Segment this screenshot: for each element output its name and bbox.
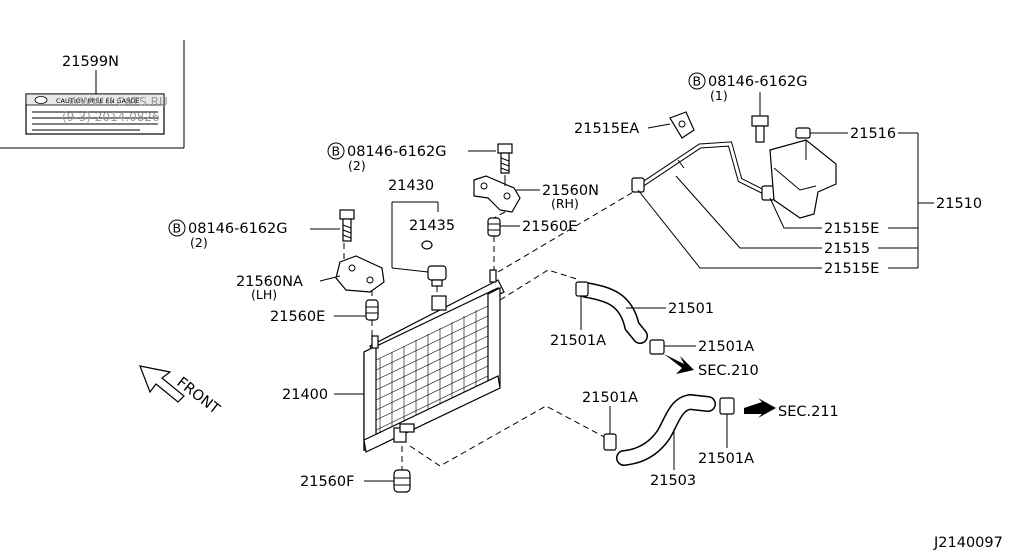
svg-text:21501A: 21501A [550, 333, 606, 349]
svg-text:B: B [332, 144, 341, 159]
reservoir-cap-icon [795, 127, 811, 139]
callout-lower-hose[interactable]: 21503 [650, 430, 696, 489]
svg-text:21501A: 21501A [698, 451, 754, 467]
svg-text:(2): (2) [348, 158, 366, 173]
front-arrow-icon [139, 365, 185, 403]
nissan-logo-icon [34, 96, 48, 104]
sec-210-arrow-icon [664, 354, 694, 374]
bolt-icon [751, 115, 769, 143]
rubber-mount-icon [393, 446, 411, 493]
svg-text:21435: 21435 [409, 218, 455, 234]
svg-text:21501A: 21501A [582, 390, 638, 406]
svg-text:21501A: 21501A [698, 339, 754, 355]
seal-icon [421, 240, 433, 250]
radiator [363, 269, 505, 453]
upper-radiator-hose [578, 282, 648, 344]
rubber-mount-icon [365, 299, 379, 321]
rubber-mount-icon [487, 217, 501, 237]
callout-upper-clamp-left[interactable]: 21501A [550, 296, 606, 349]
label-panel: 21599N CAUTION MISE EN GARDE WWW.ILCATS.… [0, 40, 185, 149]
callout-reservoir-cap[interactable]: 21516 [810, 126, 918, 142]
sec-210-reference[interactable]: SEC.210 [698, 363, 759, 379]
svg-text:(RH): (RH) [551, 196, 579, 211]
svg-text:21515E: 21515E [824, 221, 879, 237]
bolt-symbol-icon [688, 72, 706, 90]
bolt-symbol-icon [168, 219, 186, 237]
callout-lower-clamp-bottom[interactable]: 21501A [698, 414, 754, 467]
callout-hose[interactable]: 21515 [675, 175, 918, 257]
lower-radiator-hose [616, 393, 716, 466]
watermark-date: (9-3) 2014.0826 [62, 110, 160, 124]
watermark-site: WWW.ILCATS.RU [68, 95, 168, 109]
svg-text:08146-6162G: 08146-6162G [708, 74, 808, 90]
callout-hose-clamp-1[interactable]: 21515E [769, 197, 918, 237]
svg-text:B: B [173, 221, 182, 236]
callout-reservoir[interactable]: 21510 [917, 133, 982, 268]
callout-lower-clamp-top[interactable]: 21501A [582, 390, 638, 434]
bolt-callout-top-center[interactable]: B 08146-6162G (2) [327, 142, 496, 173]
svg-text:21560E: 21560E [270, 309, 325, 325]
bolt-symbol-icon [327, 142, 345, 160]
svg-text:21516: 21516 [850, 126, 896, 142]
reservoir-tank [769, 127, 837, 219]
svg-text:(2): (2) [190, 235, 208, 250]
callout-cap[interactable]: 21435 [409, 218, 455, 234]
svg-text:B: B [693, 74, 702, 89]
callout-clip[interactable]: 21515EA [574, 121, 671, 137]
svg-text:21515EA: 21515EA [574, 121, 639, 137]
svg-text:(LH): (LH) [251, 287, 277, 302]
callout-upper-clamp-right[interactable]: 21501A [664, 339, 754, 355]
bolt-icon [497, 143, 513, 174]
sec-211-reference[interactable]: SEC.211 [778, 404, 839, 420]
callout-bracket-lh[interactable]: 21560NA (LH) [236, 274, 341, 302]
hose-clamp-icon [631, 177, 775, 201]
callout-mount-top-lh[interactable]: 21560E [270, 309, 366, 325]
svg-text:21515: 21515 [824, 241, 870, 257]
svg-text:(1): (1) [710, 88, 728, 103]
bolt-callout-top-right[interactable]: B 08146-6162G (1) [688, 72, 808, 116]
svg-text:21560N: 21560N [542, 183, 599, 199]
callout-cap-group[interactable]: 21430 [388, 178, 439, 273]
callout-mount-lower[interactable]: 21560F [300, 474, 394, 490]
svg-text:21510: 21510 [936, 196, 982, 212]
svg-text:21503: 21503 [650, 473, 696, 489]
reservoir-hose [638, 141, 766, 195]
svg-text:21501: 21501 [668, 301, 714, 317]
svg-text:21560NA: 21560NA [236, 274, 303, 290]
hose-clip-icon [669, 111, 695, 139]
svg-text:08146-6162G: 08146-6162G [188, 221, 288, 237]
callout-bracket-rh[interactable]: 21560N (RH) [516, 183, 599, 211]
svg-text:21560F: 21560F [300, 474, 354, 490]
svg-text:21515E: 21515E [824, 261, 879, 277]
radiator-cap-icon [427, 265, 447, 287]
dashed-connection-lines [343, 187, 641, 467]
svg-text:08146-6162G: 08146-6162G [347, 144, 447, 160]
bracket-lh [335, 255, 385, 293]
hose-clamp-icon [575, 281, 665, 355]
callout-hose-clamp-2[interactable]: 21515E [637, 189, 918, 277]
svg-text:21400: 21400 [282, 387, 328, 403]
label-part-number[interactable]: 21599N [62, 54, 119, 70]
bolt-icon [339, 209, 355, 242]
callout-radiator[interactable]: 21400 [282, 387, 364, 403]
bracket-rh [473, 175, 521, 213]
sec-211-arrow-icon [744, 398, 776, 418]
svg-text:21560E: 21560E [522, 219, 577, 235]
svg-text:21430: 21430 [388, 178, 434, 194]
bolt-callout-left[interactable]: B 08146-6162G (2) [168, 219, 340, 250]
callout-mount-top-rh[interactable]: 21560E [500, 219, 577, 235]
callout-upper-hose[interactable]: 21501 [626, 301, 714, 317]
caution-label-text: CAUTION MISE EN GARDE [56, 97, 140, 105]
diagram-code: J2140097 [933, 535, 1003, 551]
